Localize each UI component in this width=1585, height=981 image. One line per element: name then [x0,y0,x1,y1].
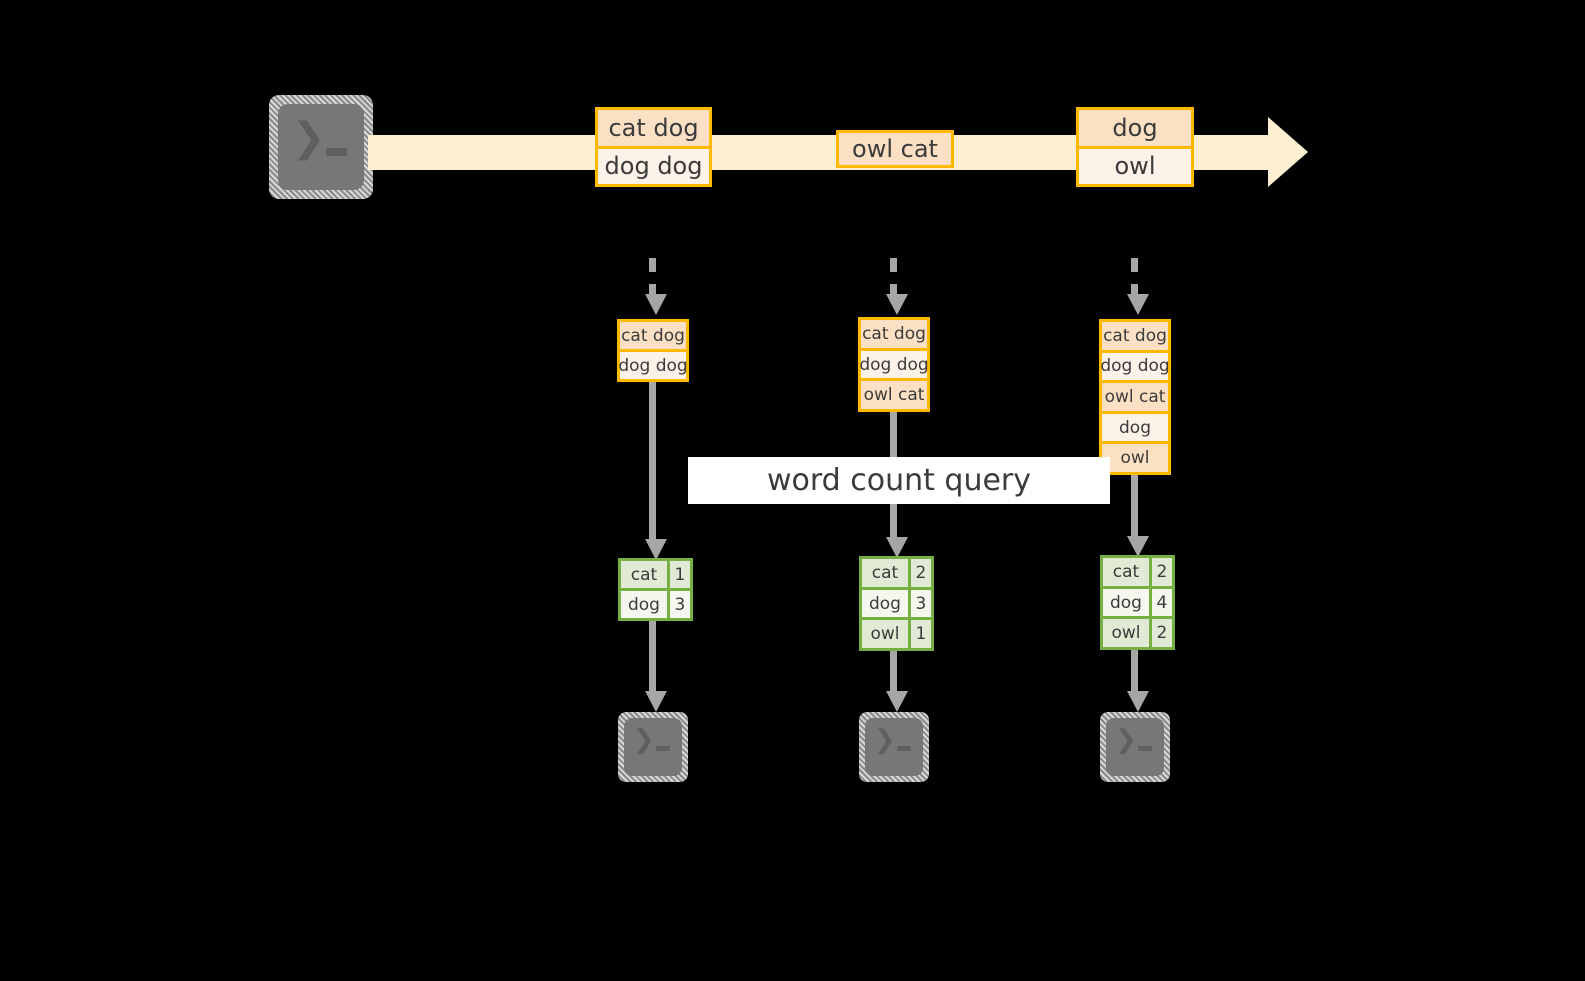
stream-to-state-arrowhead-icon-1 [645,294,667,315]
stream-to-state-arrowhead-icon-3 [1127,294,1149,315]
count-cell: 1 [666,561,690,588]
terminal-screen: ❯ [1106,718,1164,776]
table-row: dog 4 [1103,585,1172,617]
table-row: dog 3 [621,588,690,618]
state-line: cat dog [620,322,686,349]
result-to-sink-connector-1 [649,621,656,694]
terminal-screen: ❯ [624,718,682,776]
result-table-3: cat 2 dog 4 owl 2 [1100,555,1175,650]
table-row: dog 3 [862,586,931,618]
state-line: dog dog [859,347,929,379]
terminal-screen: ❯ [278,104,364,190]
count-cell: 3 [907,589,931,618]
sink-terminal-icon-3: ❯ [1100,712,1170,782]
stream-to-state-arrowhead-icon-2 [886,294,908,315]
state-line: dog dog [618,349,688,379]
state-to-result-arrowhead-icon-2 [886,537,908,558]
state-to-result-connector-3 [1131,475,1138,539]
sink-terminal-icon-1: ❯ [618,712,688,782]
state-line: cat dog [1102,322,1168,350]
terminal-cursor-icon [326,148,347,156]
state-box-2: cat dog dog dog owl cat [858,317,930,412]
stream-record-3: dog owl [1076,107,1194,187]
sink-terminal-icon-2: ❯ [859,712,929,782]
table-row: cat 2 [1103,558,1172,586]
source-terminal-icon: ❯ [269,95,373,199]
stream-to-state-connector-3 [1131,258,1138,296]
word-cell: cat [862,559,908,587]
count-cell: 3 [666,591,690,618]
terminal-prompt-chevron-icon: ❯ [874,725,896,755]
word-cell: cat [621,561,667,588]
terminal-prompt-chevron-icon: ❯ [292,115,326,161]
count-cell: 2 [1148,619,1172,648]
terminal-screen: ❯ [865,718,923,776]
state-line: dog [1102,410,1168,442]
stream-record-line: owl [1079,145,1191,184]
stream-arrow-head-icon [1268,117,1308,187]
count-cell: 2 [1148,558,1172,586]
state-to-result-arrowhead-icon-1 [645,539,667,560]
table-row: cat 2 [862,559,931,587]
terminal-cursor-icon [897,746,911,751]
word-cell: dog [862,589,908,618]
result-to-sink-arrowhead-icon-2 [886,691,908,712]
state-line: owl [1102,441,1168,472]
table-row: owl 2 [1103,616,1172,648]
state-box-1: cat dog dog dog [617,319,689,382]
word-cell: cat [1103,558,1149,586]
count-cell: 4 [1148,588,1172,617]
table-row: cat 1 [621,561,690,588]
state-line: dog dog [1100,349,1170,381]
result-to-sink-arrowhead-icon-1 [645,691,667,712]
stream-to-state-connector-2 [890,258,897,296]
word-cell: owl [1103,619,1149,648]
stream-record-line: dog [1079,110,1191,146]
state-to-result-connector-1 [649,382,656,542]
result-to-sink-connector-3 [1131,650,1138,694]
state-to-result-arrowhead-icon-3 [1127,536,1149,557]
table-row: owl 1 [862,617,931,649]
count-cell: 2 [907,559,931,587]
terminal-cursor-icon [656,746,670,751]
word-cell: owl [862,620,908,649]
stream-record-2: owl cat [836,130,954,168]
stream-record-line: owl cat [839,133,951,165]
terminal-cursor-icon [1138,746,1152,751]
state-line: owl cat [861,378,927,410]
word-cell: dog [621,591,667,618]
count-cell: 1 [907,620,931,649]
result-table-2: cat 2 dog 3 owl 1 [859,556,934,651]
terminal-prompt-chevron-icon: ❯ [633,725,655,755]
result-to-sink-connector-2 [890,651,897,694]
terminal-prompt-chevron-icon: ❯ [1115,725,1137,755]
stream-to-state-connector-1 [649,258,656,296]
query-label: word count query [688,457,1110,504]
state-box-3: cat dog dog dog owl cat dog owl [1099,319,1171,475]
result-table-1: cat 1 dog 3 [618,558,693,621]
result-to-sink-arrowhead-icon-3 [1127,691,1149,712]
stream-record-line: cat dog [598,110,709,146]
stream-record-1: cat dog dog dog [595,107,712,187]
stream-record-line: dog dog [598,145,709,184]
state-line: cat dog [861,320,927,348]
word-cell: dog [1103,588,1149,617]
state-line: owl cat [1102,380,1168,411]
